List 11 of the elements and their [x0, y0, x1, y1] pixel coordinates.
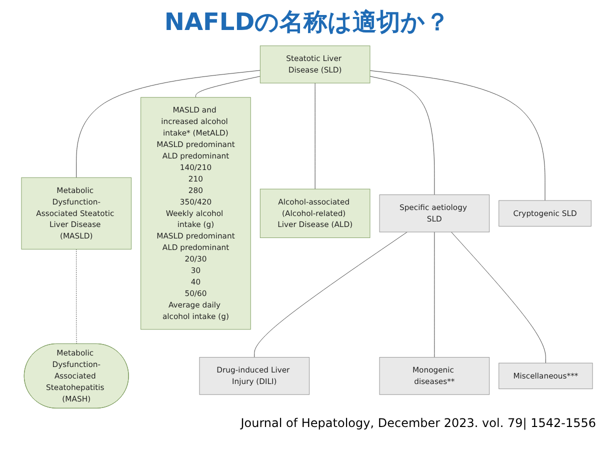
slide-title: NAFLDの名称は適切か？	[163, 7, 451, 38]
connector	[370, 76, 435, 196]
connector	[370, 70, 546, 201]
connector	[314, 82, 316, 190]
connector	[76, 248, 77, 344]
connector	[451, 232, 546, 364]
connector	[76, 70, 260, 178]
connector	[254, 232, 408, 358]
connector	[434, 232, 435, 358]
connector	[195, 76, 260, 98]
citation: Journal of Hepatology, December 2023. vol. 79| 1542-1556	[239, 416, 596, 430]
